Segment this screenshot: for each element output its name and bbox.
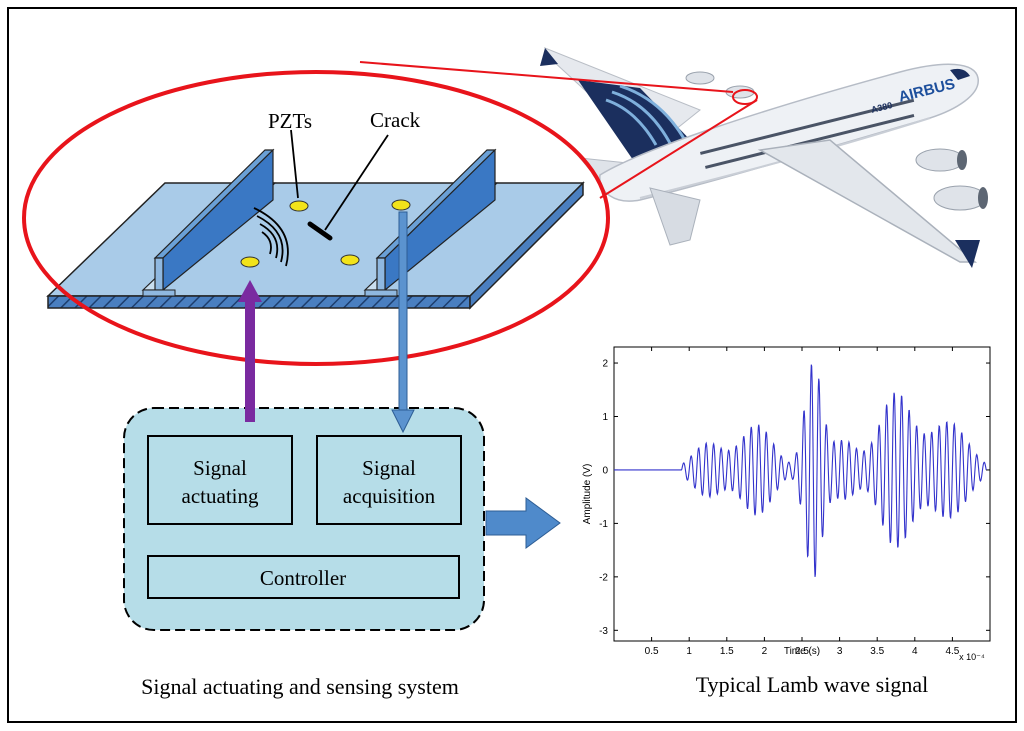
chart-plot-area: [613, 346, 991, 642]
system-caption: Signal actuating and sensing system: [141, 674, 459, 699]
controller-label: Controller: [260, 566, 346, 590]
y-tick-label: 1: [602, 412, 608, 423]
system-box: [123, 407, 485, 631]
pzts-label: PZTs: [268, 109, 312, 133]
signal-actuating-label-1: Signal: [193, 456, 247, 480]
y-tick-label: 2: [602, 359, 608, 370]
x-tick-label: 3: [837, 646, 843, 657]
x-tick-label: 0.5: [645, 646, 659, 657]
x-tick-label: 1.5: [720, 646, 734, 657]
signal-actuating-label-2: actuating: [182, 484, 259, 508]
chart-xlabel: Time (s): [784, 646, 820, 657]
crack-leader: [324, 134, 389, 231]
x-tick-label: 1: [686, 646, 692, 657]
zoom-line-upper: [359, 61, 734, 93]
x-tick-label: 4: [912, 646, 918, 657]
x-tick-label: 4.5: [945, 646, 959, 657]
signal-acquisition-label-2: acquisition: [343, 484, 436, 508]
crack-mark: [307, 221, 333, 241]
airbus-a380-icon: AIRBUS A380: [540, 46, 988, 268]
y-tick-label: 0: [602, 465, 608, 476]
y-tick-label: -2: [599, 572, 608, 583]
x-tick-label: 2: [762, 646, 768, 657]
wave-emission-icon: [253, 207, 289, 267]
sensing-arrow: [391, 211, 415, 434]
pzt-sensor: [240, 256, 260, 268]
zoom-line-lower: [599, 99, 758, 199]
lamb-wave-series: [614, 364, 987, 577]
x-tick-label: 2.5: [795, 646, 809, 657]
zoom-source-marker: [732, 89, 758, 105]
pzts-leader: [290, 129, 299, 199]
pzt-sensors: [240, 199, 411, 268]
controller-box: [147, 555, 460, 599]
chart-ylabel: Amplitude (V): [582, 464, 593, 525]
signal-caption: Typical Lamb wave signal: [696, 672, 928, 697]
crack-label: Crack: [370, 108, 421, 132]
y-tick-label: -3: [599, 626, 608, 637]
signal-acquisition-label-1: Signal: [362, 456, 416, 480]
figure-frame: [7, 7, 1017, 723]
lamb-wave-chart: 0.5 1 1.5 2 2.5 3 3.5 4 4.5 2 1 0 -1 -2 -3 Amplitude (…: [582, 346, 991, 662]
pzt-sensor: [340, 254, 360, 266]
x-tick-label: 3.5: [870, 646, 884, 657]
y-tick-label: -1: [599, 519, 608, 530]
zoom-ellipse: [22, 70, 610, 366]
pzt-sensor: [391, 199, 411, 211]
signal-acquisition-box: [316, 435, 462, 525]
plate-structure: [46, 148, 585, 310]
actuation-arrow: [238, 280, 262, 422]
pzt-sensor: [289, 200, 309, 212]
output-arrow: [485, 497, 561, 549]
signal-actuating-box: [147, 435, 293, 525]
chart-x-multiplier: x 10⁻⁴: [959, 652, 985, 662]
